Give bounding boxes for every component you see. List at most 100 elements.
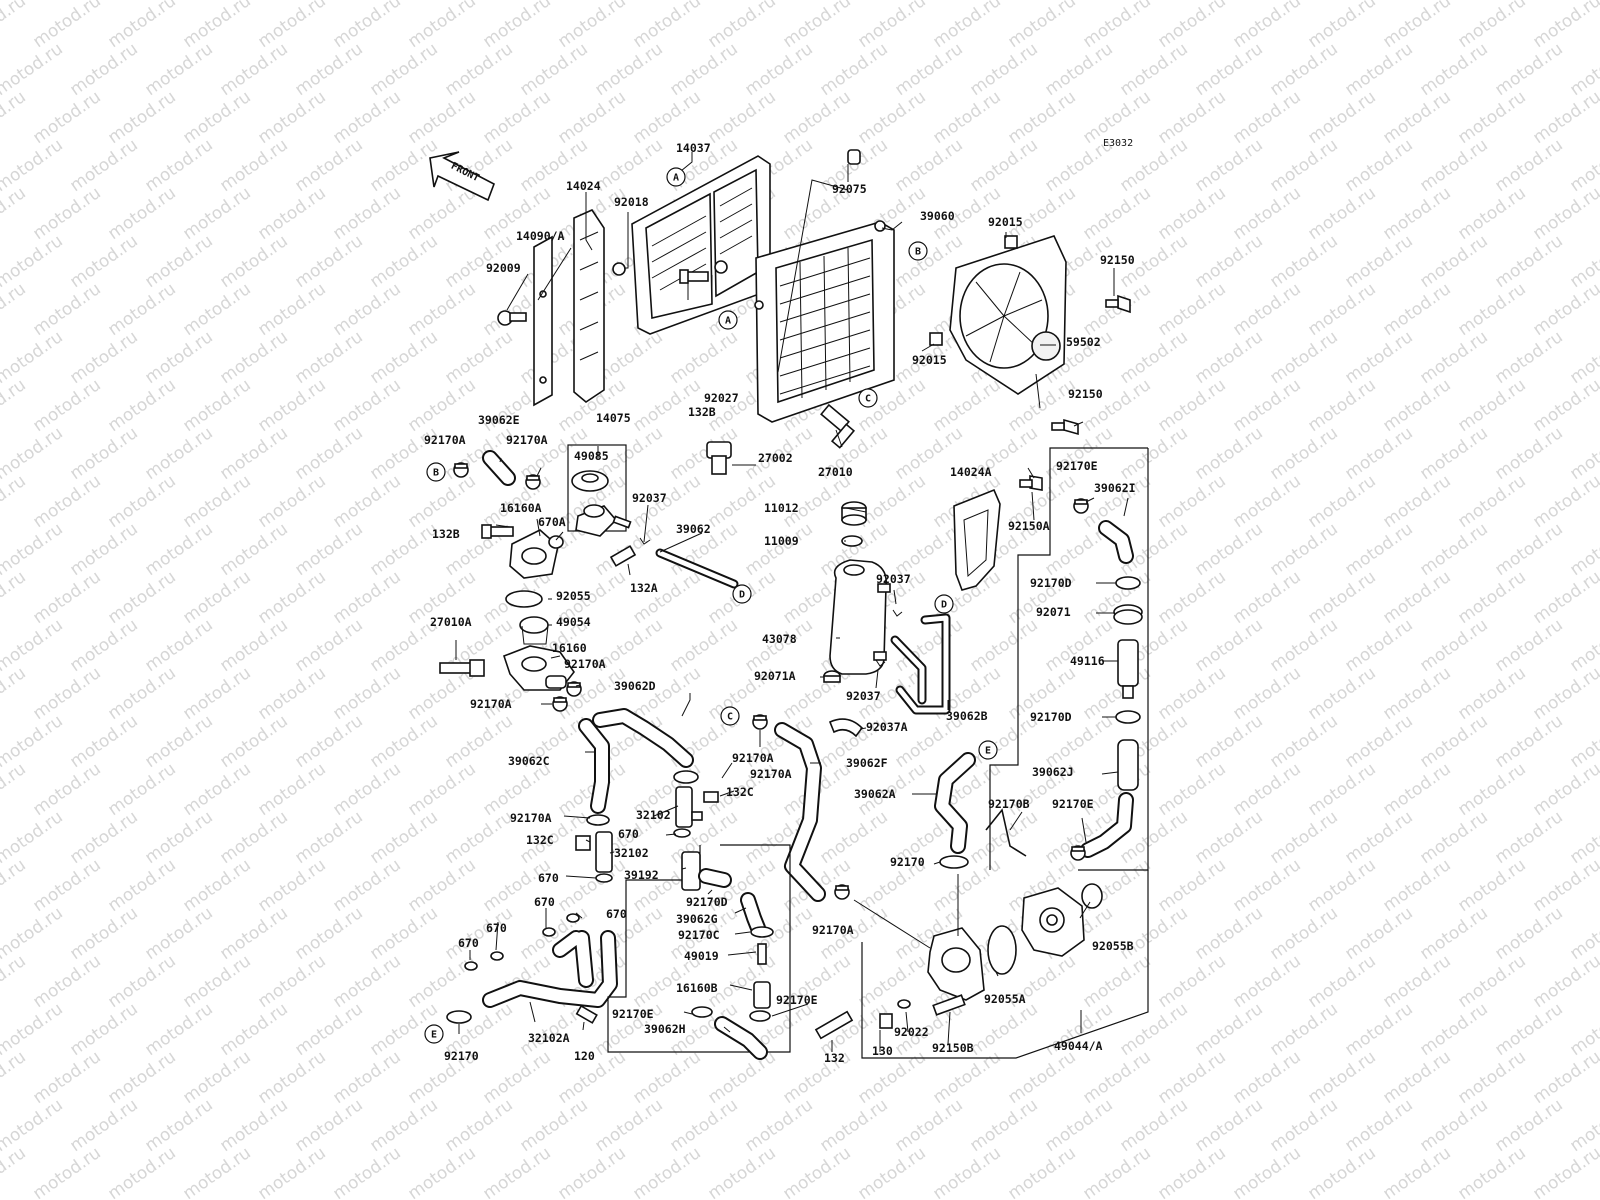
part-label-32102b: 32102 xyxy=(614,846,649,860)
watermark-text: motod.ru xyxy=(1116,1095,1191,1156)
hose-39062I xyxy=(1098,520,1134,564)
watermark-text: motod.ru xyxy=(1304,567,1379,628)
watermark-text: motod.ru xyxy=(1229,87,1304,148)
fitting-32102-a xyxy=(675,786,703,828)
part-label-92150b: 92150B xyxy=(932,1041,974,1055)
watermark-text: motod.ru xyxy=(966,1095,1041,1156)
watermark-text: motod.ru xyxy=(0,855,30,916)
watermark-text: motod.ru xyxy=(254,1143,329,1200)
watermark-text: motod.ru xyxy=(1416,903,1491,964)
watermark-text: motod.ru xyxy=(1454,279,1529,340)
bolt-92150-top xyxy=(1105,294,1131,314)
watermark-text: motod.ru xyxy=(1229,375,1304,436)
watermark-text: motod.ru xyxy=(1379,1143,1454,1200)
watermark-text: motod.ru xyxy=(1379,951,1454,1012)
part-label-92170b: 92170 xyxy=(444,1049,479,1063)
watermark-text: motod.ru xyxy=(141,711,216,772)
watermark-text: motod.ru xyxy=(104,663,179,724)
watermark-text: motod.ru xyxy=(0,231,67,292)
watermark-text: motod.ru xyxy=(1416,615,1491,676)
watermark-text: motod.ru xyxy=(629,1143,704,1200)
watermark-text: motod.ru xyxy=(1491,999,1566,1060)
watermark-text: motod.ru xyxy=(1529,567,1600,628)
watermark-text: motod.ru xyxy=(779,1143,854,1200)
hose-39062F xyxy=(774,722,826,902)
watermark-text: motod.ru xyxy=(1191,1095,1266,1156)
watermark-text: motod.ru xyxy=(704,1047,779,1108)
part-label-92170ag: 92170A xyxy=(510,811,552,825)
watermark-text: motod.ru xyxy=(1154,375,1229,436)
clamp-92170 xyxy=(939,855,969,869)
watermark-text: motod.ru xyxy=(1341,903,1416,964)
clamp-92170A-d xyxy=(552,696,568,712)
watermark-text: motod.ru xyxy=(141,903,216,964)
watermark-text: motod.ru xyxy=(1079,0,1154,52)
group-box-water-pump xyxy=(861,870,1149,1059)
part-label-670c: 670 xyxy=(534,895,555,909)
watermark-text: motod.ru xyxy=(554,87,629,148)
ref-marker-c: C xyxy=(858,388,878,408)
watermark-text: motod.ru xyxy=(1154,663,1229,724)
watermark-text: motod.ru xyxy=(0,1095,67,1156)
watermark-text: motod.ru xyxy=(66,1095,141,1156)
watermark-text: motod.ru xyxy=(1341,231,1416,292)
watermark-text: motod.ru xyxy=(216,423,291,484)
gasket-11009 xyxy=(841,535,863,547)
watermark-text: motod.ru xyxy=(1079,951,1154,1012)
watermark-text: motod.ru xyxy=(366,231,441,292)
bolt-92150A xyxy=(1019,475,1043,491)
watermark-text: motod.ru xyxy=(629,87,704,148)
filler-neck-14075 xyxy=(575,504,632,537)
watermark-text: motod.ru xyxy=(929,375,1004,436)
watermark-text: motod.ru xyxy=(104,87,179,148)
watermark-text: motod.ru xyxy=(66,711,141,772)
watermark-text: motod.ru xyxy=(254,0,329,52)
watermark-text: motod.ru xyxy=(929,1143,1004,1200)
watermark-text: motod.ru xyxy=(1341,999,1416,1060)
watermark-text: motod.ru xyxy=(1304,759,1379,820)
watermark-text: motod.ru xyxy=(141,135,216,196)
watermark-text: motod.ru xyxy=(1079,183,1154,244)
watermark-text: motod.ru xyxy=(1416,999,1491,1060)
watermark-text: motod.ru xyxy=(254,471,329,532)
part-label-132cb: 132C xyxy=(526,833,554,847)
part-label-92055b: 92055B xyxy=(1092,939,1134,953)
watermark-text: motod.ru xyxy=(291,1095,366,1156)
part-label-92170ae: 92170A xyxy=(732,751,774,765)
part-label-92170dc: 92170D xyxy=(686,895,728,909)
part-label-39062c: 39062C xyxy=(508,754,550,768)
watermark-text: motod.ru xyxy=(1191,135,1266,196)
watermark-text: motod.ru xyxy=(216,39,291,100)
part-label-92170ad: 92170A xyxy=(470,697,512,711)
watermark-text: motod.ru xyxy=(66,135,141,196)
watermark-text: motod.ru xyxy=(254,759,329,820)
watermark-text: motod.ru xyxy=(0,567,30,628)
watermark-text: motod.ru xyxy=(404,87,479,148)
part-label-132: 132 xyxy=(824,1051,845,1065)
ref-letter: A xyxy=(673,173,679,184)
part-label-27002: 27002 xyxy=(758,451,793,465)
watermark-text: motod.ru xyxy=(591,1095,666,1156)
watermark-text: motod.ru xyxy=(329,183,404,244)
watermark-text: motod.ru xyxy=(1116,903,1191,964)
part-label-32102a: 32102 xyxy=(636,808,671,822)
watermark-text: motod.ru xyxy=(1379,183,1454,244)
watermark-text: motod.ru xyxy=(329,951,404,1012)
watermark-text: motod.ru xyxy=(29,663,104,724)
watermark-text: motod.ru xyxy=(1154,567,1229,628)
watermark-text: motod.ru xyxy=(1154,0,1229,52)
watermark-text: motod.ru xyxy=(1491,519,1566,580)
watermark-text: motod.ru xyxy=(1004,1047,1079,1108)
part-label-49019: 49019 xyxy=(684,949,719,963)
watermark-text: motod.ru xyxy=(329,759,404,820)
watermark-text: motod.ru xyxy=(216,231,291,292)
watermark-text: motod.ru xyxy=(1041,1095,1116,1156)
watermark-text: motod.ru xyxy=(1491,423,1566,484)
watermark-text: motod.ru xyxy=(1229,567,1304,628)
watermark-text: motod.ru xyxy=(1491,807,1566,868)
part-label-132a: 132A xyxy=(630,581,658,595)
part-label-39062e: 39062E xyxy=(478,413,520,427)
watermark-text: motod.ru xyxy=(1079,1143,1154,1200)
bolt-132B xyxy=(481,524,514,539)
